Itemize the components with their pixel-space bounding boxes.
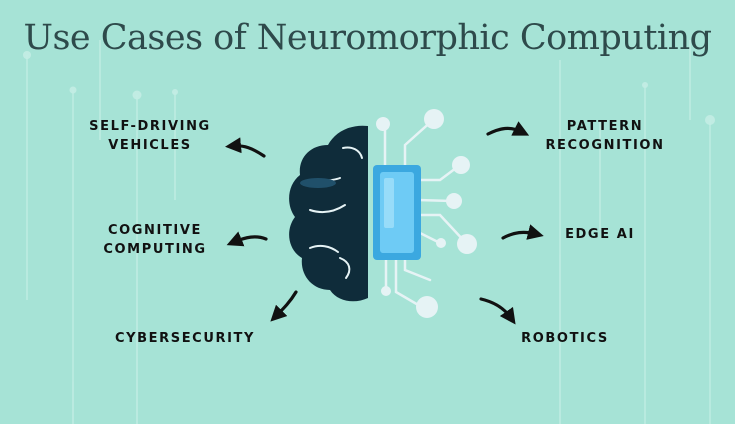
use-case-label-line: SELF-DRIVING bbox=[89, 119, 211, 134]
use-case-label-line: COGNITIVE bbox=[107, 223, 203, 238]
curved-arrow-icon bbox=[225, 137, 266, 158]
use-case-label-line: COMPUTING bbox=[103, 242, 207, 257]
use-case-label-line: VEHICLES bbox=[108, 138, 192, 153]
use-case-label-line: CYBERSECURITY bbox=[114, 331, 256, 346]
use-case-self-driving-vehicles: SELF-DRIVING VEHICLES bbox=[75, 117, 225, 155]
page-title: Use Cases of Neuromorphic Computing bbox=[23, 18, 712, 58]
curved-arrow-icon bbox=[270, 290, 298, 322]
use-case-label-line: PATTERN bbox=[566, 119, 644, 134]
circuit-nodes bbox=[376, 109, 477, 318]
use-case-label-line: RECOGNITION bbox=[545, 138, 665, 153]
use-case-cybersecurity: CYBERSECURITY bbox=[95, 329, 275, 348]
use-case-robotics: ROBOTICS bbox=[505, 329, 625, 348]
chip-half bbox=[373, 165, 421, 260]
use-case-label-line: EDGE AI bbox=[565, 227, 635, 242]
use-case-pattern-recognition: PATTERN RECOGNITION bbox=[530, 117, 680, 155]
circuit-traces bbox=[383, 117, 468, 308]
curved-arrow-icon bbox=[479, 297, 516, 325]
use-case-label-line: ROBOTICS bbox=[521, 331, 609, 346]
curved-arrow-icon bbox=[486, 121, 530, 136]
brain-half bbox=[289, 125, 368, 302]
use-case-cognitive-computing: COGNITIVE COMPUTING bbox=[80, 221, 230, 259]
use-case-edge-ai: EDGE AI bbox=[545, 225, 655, 244]
curved-arrow-icon bbox=[226, 231, 268, 247]
curved-arrow-icon bbox=[501, 224, 544, 240]
